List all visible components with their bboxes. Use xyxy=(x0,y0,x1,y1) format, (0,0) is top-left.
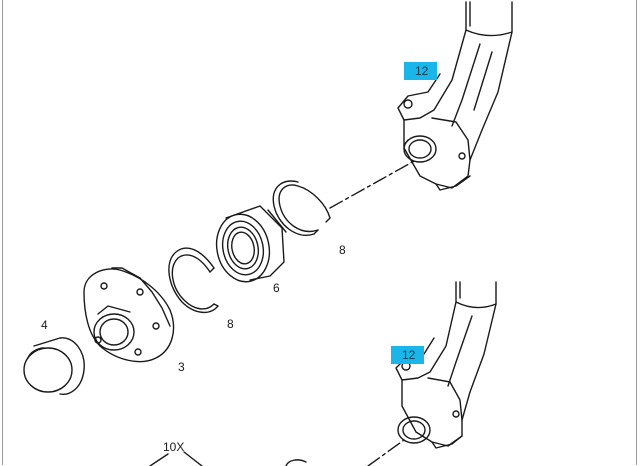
assembly-axis-line xyxy=(329,159,417,209)
steering-knuckle-upper xyxy=(397,1,513,191)
callout-10x: 10X xyxy=(163,440,185,454)
steering-knuckle-lower xyxy=(395,281,497,449)
circlip-left xyxy=(168,247,219,313)
callout-8-right: 8 xyxy=(339,243,346,257)
wheel-hub xyxy=(83,267,175,363)
hub-cap xyxy=(23,337,85,395)
assembly-axis-line-lower xyxy=(367,439,405,466)
partial-bolts-bottom xyxy=(149,451,307,466)
part-number-tag-12-lower[interactable]: 12 xyxy=(391,346,425,364)
callout-6: 6 xyxy=(273,281,280,295)
callout-4: 4 xyxy=(41,318,48,332)
callout-8-left: 8 xyxy=(227,317,234,331)
circlip-right xyxy=(272,180,331,236)
callout-3: 3 xyxy=(178,360,185,374)
part-number-tag-12-upper[interactable]: 12 xyxy=(404,62,438,80)
wheel-bearing xyxy=(215,205,287,283)
